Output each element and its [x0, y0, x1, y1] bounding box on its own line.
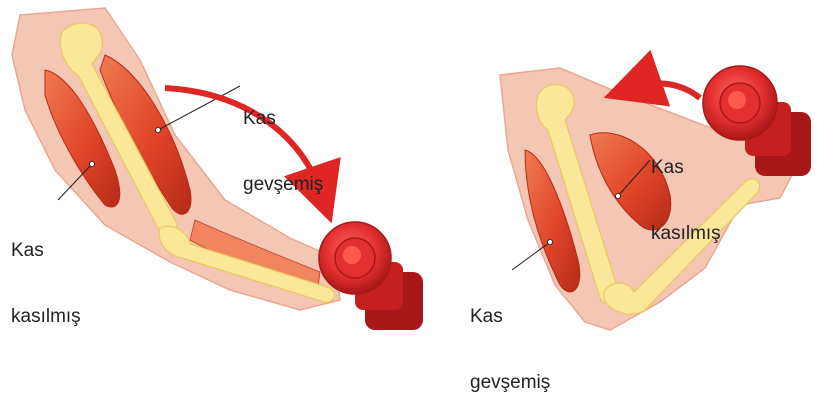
leader-dot [156, 128, 161, 133]
label-line: gevşemiş [470, 372, 550, 394]
label-line: Kas [651, 157, 721, 179]
label-line: gevşemiş [243, 174, 323, 196]
curved-arrow-icon [632, 83, 700, 98]
label-line: Kas [11, 240, 81, 262]
label-line: kasılmış [651, 223, 721, 245]
leader-dot [616, 194, 621, 199]
label-line: kasılmış [11, 306, 81, 328]
label-right-relaxed: Kas gevşemiş [470, 262, 550, 416]
label-right-contracted: Kas kasılmış [651, 113, 721, 267]
label-left-contracted: Kas kasılmış [11, 196, 81, 350]
dumbbell-icon [319, 222, 423, 330]
label-left-relaxed: Kas gevşemiş [243, 64, 323, 218]
label-line: Kas [470, 306, 550, 328]
leader-dot [90, 162, 95, 167]
label-line: Kas [243, 108, 323, 130]
leader-dot [548, 240, 553, 245]
